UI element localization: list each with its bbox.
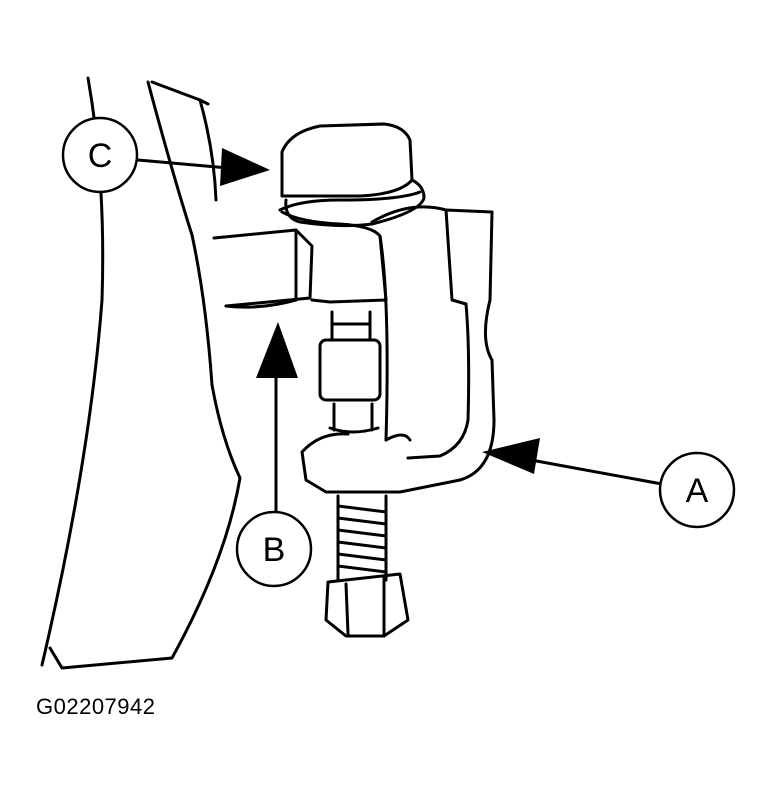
tool-center-collar (318, 310, 382, 434)
figure-id-label: G02207942 (36, 694, 156, 719)
separator-tool-frame (280, 205, 496, 494)
callout-circle-c (61, 116, 139, 194)
arrowhead-b (256, 322, 298, 378)
tool-top-cap (278, 122, 426, 228)
screw-hex-nut (324, 572, 410, 638)
leader-line-c (136, 158, 230, 170)
leader-line-a (518, 456, 664, 486)
callout-circle-b (235, 510, 313, 588)
callout-circle-a (658, 451, 736, 529)
forcing-screw (336, 494, 388, 582)
callout-label-a: A (686, 472, 709, 510)
arrowhead-a (482, 438, 540, 474)
callout-label-b: B (263, 531, 286, 569)
callout-label-c: C (88, 137, 113, 175)
arrowhead-c (220, 148, 270, 186)
ball-joint-stud (212, 228, 314, 309)
